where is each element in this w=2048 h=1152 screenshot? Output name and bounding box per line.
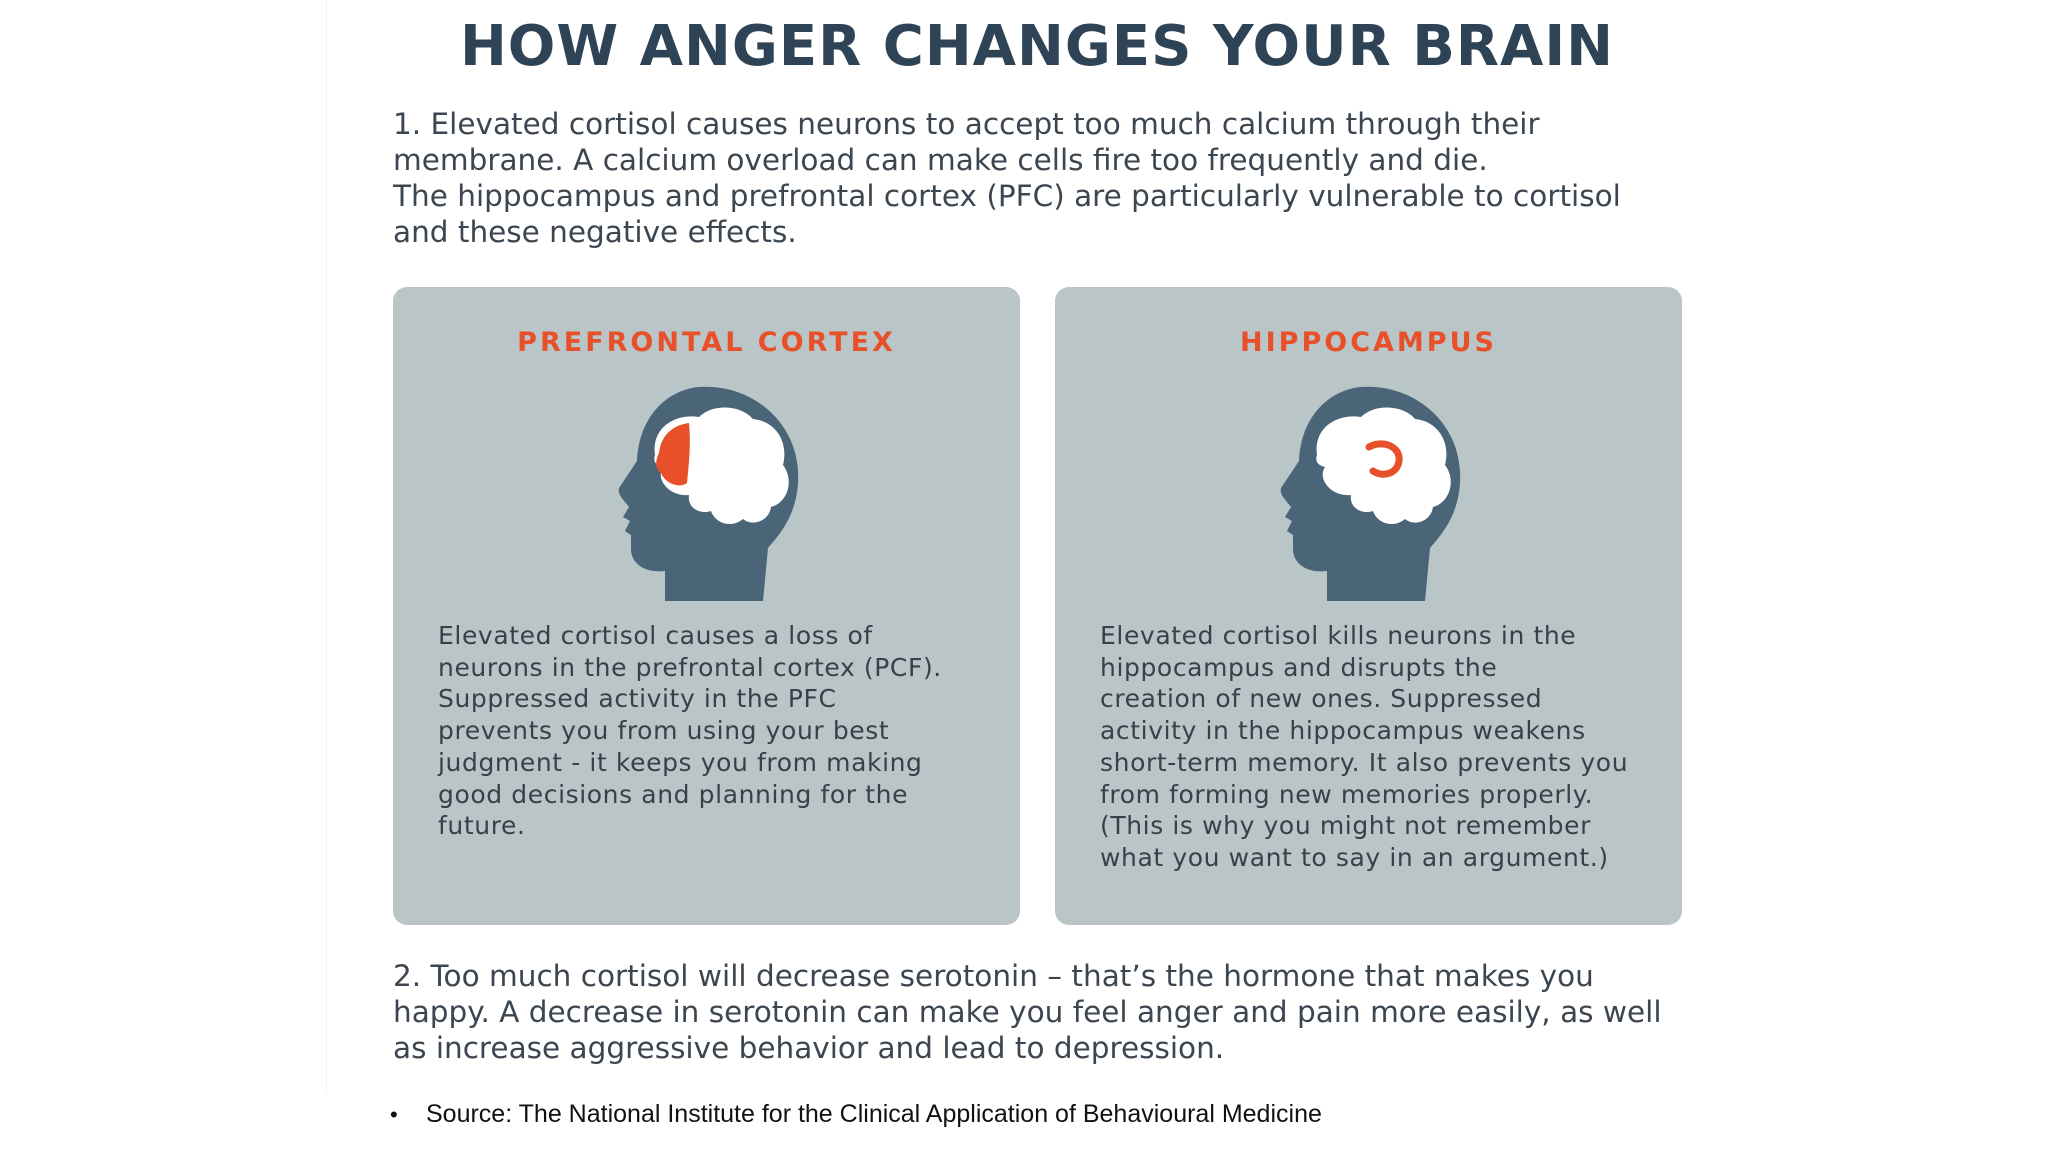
source-bullet-item: • Source: The National Institute for the…	[390, 1100, 1322, 1129]
infographic-title: HOW ANGER CHANGES YOUR BRAIN	[459, 14, 1615, 79]
outro-line: as increase aggressive behavior and lead…	[393, 1031, 1225, 1065]
card-text-line: neurons in the prefrontal cortex (PCF).	[438, 652, 942, 682]
card-text-line: Suppressed activity in the PFC	[438, 684, 837, 714]
card-text-line: future.	[438, 811, 526, 841]
card-text-line: hippocampus and disrupts the	[1100, 652, 1498, 682]
card-text-line: good decisions and planning for the	[438, 779, 909, 809]
bullet-icon: •	[390, 1101, 398, 1127]
prefrontal-cortex-card: PREFRONTAL CORTEX Elevated cortisol caus…	[393, 287, 1020, 925]
card-text-line: judgment - it keeps you from making	[438, 747, 923, 777]
head-brain-prefrontal-highlight-icon	[618, 386, 799, 601]
intro-line: 1. Elevated cortisol causes neurons to a…	[393, 107, 1540, 141]
card-title: HIPPOCAMPUS	[1240, 327, 1497, 358]
card-title: PREFRONTAL CORTEX	[517, 327, 896, 358]
card-text: Elevated cortisol kills neurons in the h…	[1100, 620, 1660, 874]
card-text-line: creation of new ones. Suppressed	[1100, 684, 1543, 714]
card-text-line: activity in the hippocampus weakens	[1100, 716, 1586, 746]
infographic: HOW ANGER CHANGES YOUR BRAIN 1. Elevated…	[326, 0, 1746, 1093]
outro-line: 2. Too much cortisol will decrease serot…	[393, 959, 1594, 993]
card-text-line: from forming new memories properly.	[1100, 779, 1594, 809]
intro-line: and these negative effects.	[393, 215, 797, 249]
intro-line: membrane. A calcium overload can make ce…	[393, 143, 1488, 177]
card-text-line: (This is why you might not remember	[1100, 811, 1591, 841]
card-text-line: what you want to say in an argument.)	[1100, 842, 1609, 872]
card-text-line: short-term memory. It also prevents you	[1100, 747, 1629, 777]
card-text-line: prevents you from using your best	[438, 716, 890, 746]
outro-paragraph: 2. Too much cortisol will decrease serot…	[393, 958, 1693, 1066]
outro-line: happy. A decrease in serotonin can make …	[393, 995, 1662, 1029]
intro-line: The hippocampus and prefrontal cortex (P…	[393, 179, 1621, 213]
card-text: Elevated cortisol causes a loss of neuro…	[438, 620, 998, 842]
card-text-line: Elevated cortisol causes a loss of	[438, 621, 873, 650]
head-brain-hippocampus-highlight-icon	[1280, 386, 1461, 601]
card-text-line: Elevated cortisol kills neurons in the	[1100, 621, 1577, 650]
source-text: Source: The National Institute for the C…	[426, 1100, 1322, 1128]
intro-paragraph: 1. Elevated cortisol causes neurons to a…	[393, 106, 1693, 250]
hippocampus-card: HIPPOCAMPUS Elevated cortisol kills neur…	[1055, 287, 1682, 925]
